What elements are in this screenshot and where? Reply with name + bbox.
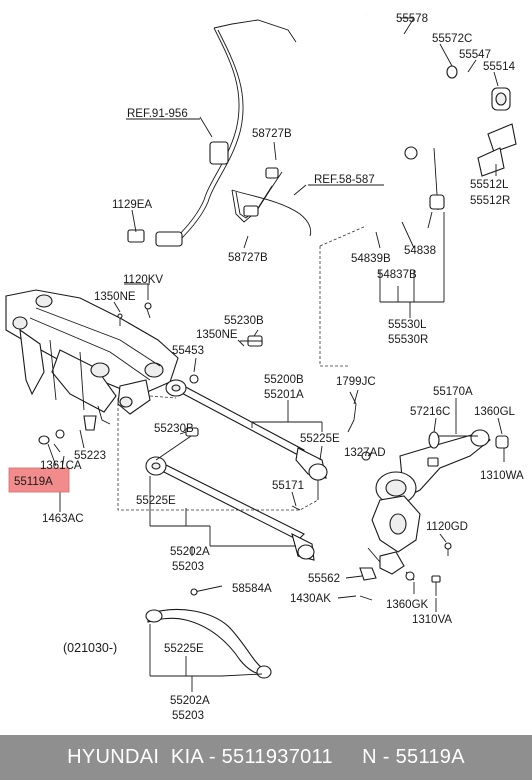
part-labels: 55578 55572C 55547 55514 55512L 55512R R… [14,13,524,722]
label-55170A: 55170A [433,386,473,398]
label-ref-58-587: REF.58-587 [314,174,375,186]
label-1430AK: 1430AK [290,593,331,605]
label-55203-b: 55203 [172,710,204,722]
upper-arm [165,335,328,500]
label-1799JC: 1799JC [336,376,376,388]
label-54837B: 54837B [377,269,417,281]
label-1310WA: 1310WA [480,470,524,482]
stabilizer-bar [364,13,517,211]
label-57216C: 57216C [410,406,450,418]
subframe [5,289,179,425]
label-1350NE-a: 1350NE [94,291,136,303]
label-1361CA: 1361CA [40,460,82,472]
label-ref-91-956: REF.91-956 [127,108,188,120]
label-55514: 55514 [483,61,516,73]
label-55202A-a: 55202A [170,546,210,558]
label-1310VA: 1310VA [412,614,452,626]
label-55223: 55223 [74,450,106,462]
label-58727B-bottom: 58727B [228,252,268,264]
label-55512R: 55512R [470,195,510,207]
brake-hose [127,19,312,247]
label-021030: (021030-) [63,641,117,655]
alt-lower-arm [145,608,272,679]
label-1350NE-b: 1350NE [196,329,238,341]
label-1327AD: 1327AD [344,447,386,459]
label-1120GD: 1120GD [426,521,468,533]
footer-bar: HYUNDAI KIA - 5511937011 N - 55119A [0,735,532,780]
label-55225E-b: 55225E [136,495,176,507]
label-55453: 55453 [172,345,204,357]
label-1360GK: 1360GK [386,599,429,611]
label-55572C: 55572C [432,33,472,45]
label-55530L: 55530L [388,319,427,331]
label-55578: 55578 [396,13,428,25]
footer-part-number: HYUNDAI KIA - 5511937011 N - 55119A [67,746,465,768]
label-55171: 55171 [272,480,304,492]
label-1463AC: 1463AC [42,513,84,525]
label-55230B-a: 55230B [224,315,264,327]
label-55119A: 55119A [14,476,53,488]
label-55547: 55547 [459,49,491,61]
label-55530R: 55530R [388,334,428,346]
label-55562: 55562 [308,573,340,585]
label-1120KV: 1120KV [123,274,163,286]
label-55203-a: 55203 [172,561,204,573]
label-55202A-b: 55202A [170,695,210,707]
label-55230B-b: 55230B [154,423,194,435]
knuckle-assembly [291,391,509,601]
label-55512L: 55512L [470,179,509,191]
leader-lines [53,17,505,692]
label-54839B: 54839B [351,253,391,265]
label-55201A: 55201A [264,389,304,401]
highlighted-part-box [8,467,70,493]
label-1129EA: 1129EA [112,199,152,211]
label-55225E-a: 55225E [300,433,340,445]
label-58727B-top: 58727B [252,128,292,140]
lower-arm [145,427,315,561]
parts-diagram: 55578 55572C 55547 55514 55512L 55512R R… [5,13,524,722]
label-58584A: 58584A [232,583,272,595]
label-54838: 54838 [404,245,436,257]
label-55225E-c: 55225E [164,643,204,655]
label-55200B: 55200B [264,374,304,386]
label-1360GL: 1360GL [474,406,516,418]
